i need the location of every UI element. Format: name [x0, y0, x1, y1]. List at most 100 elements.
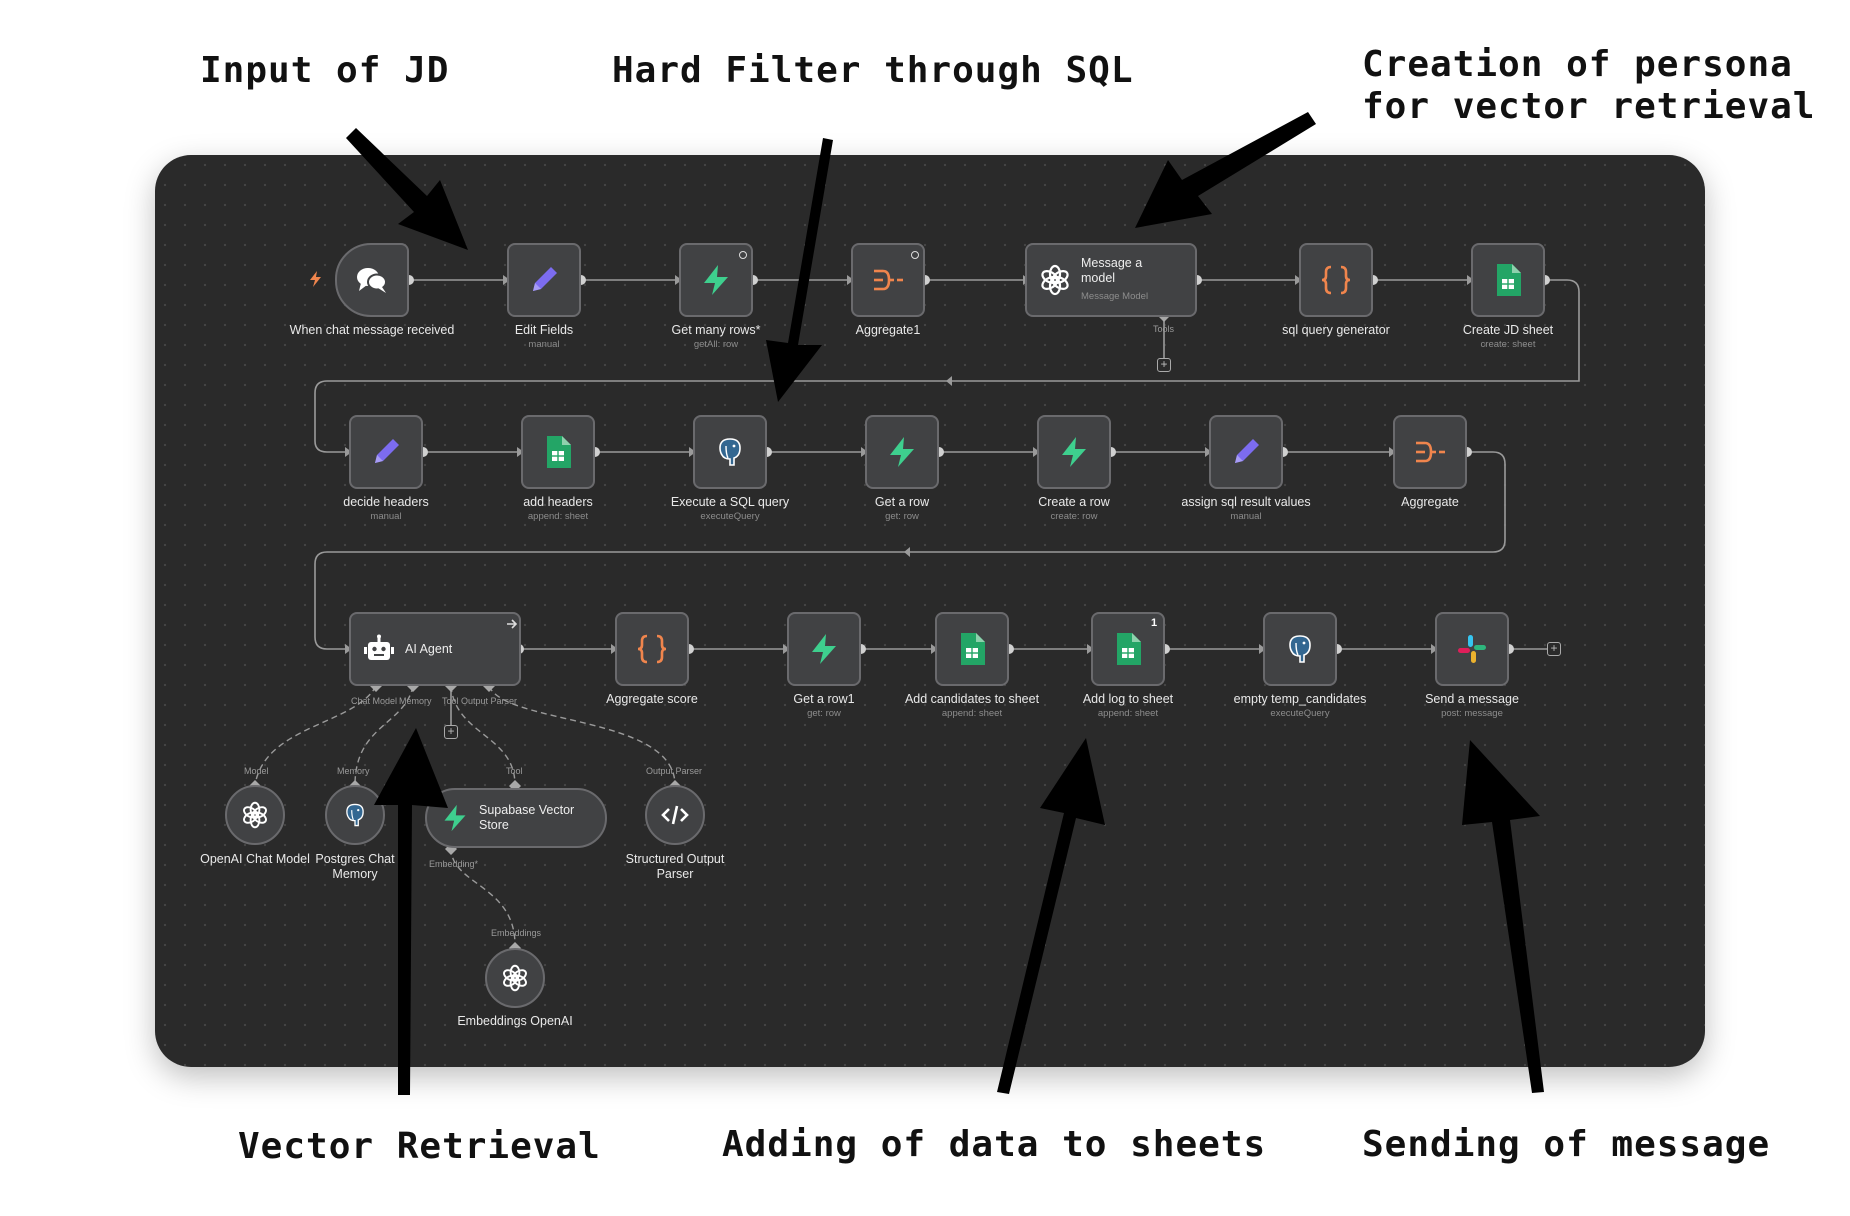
chat-bubbles-icon: [357, 268, 387, 293]
pencil-icon: [375, 439, 399, 463]
send-message-label: Send a message: [1425, 692, 1519, 706]
decide-headers-sublabel: manual: [370, 511, 402, 522]
embeddings-openai-label: Embeddings OpenAI: [457, 1014, 573, 1028]
aggregate-node[interactable]: [1393, 415, 1467, 489]
create-row-sublabel: create: row: [1050, 511, 1098, 522]
model-port-label: Model: [244, 766, 269, 776]
add-candidates-label: Add candidates to sheet: [904, 692, 1040, 706]
get-row1-sublabel: get: row: [807, 708, 841, 719]
message-model-sublabel: Message Model: [1081, 291, 1149, 302]
lightning-icon: [1062, 437, 1086, 467]
add-tool-button[interactable]: +: [444, 725, 458, 739]
add-headers-node[interactable]: [521, 415, 595, 489]
add-headers-sublabel: append: sheet: [527, 511, 589, 522]
tool-port-label: Tool: [506, 766, 523, 776]
postgres-elephant-icon: [346, 803, 364, 827]
execute-sql-sublabel: executeQuery: [700, 511, 760, 522]
annotation-input-jd: Input of JD: [200, 50, 450, 91]
lightning-icon: [444, 804, 466, 832]
arrow-input-jd: [346, 128, 468, 250]
edit-fields-node[interactable]: [507, 243, 581, 317]
execute-sql-node[interactable]: [693, 415, 767, 489]
arrow-vector-retrieval: [374, 728, 448, 1095]
embeddings-openai-node[interactable]: [485, 948, 545, 1008]
port-tool-label: Tool: [442, 696, 459, 706]
embedding-port-label: Embedding*: [429, 859, 479, 869]
get-row-node[interactable]: [865, 415, 939, 489]
add-log-label: Add log to sheet: [1082, 692, 1174, 706]
add-tool-button[interactable]: +: [1157, 358, 1171, 372]
openai-icon: [1041, 264, 1069, 296]
pencil-icon: [1235, 439, 1259, 463]
sql-generator-label: sql query generator: [1282, 323, 1390, 337]
trigger-bolt-icon: [310, 271, 321, 287]
add-log-sublabel: append: sheet: [1097, 708, 1159, 719]
refresh-icon: [739, 251, 747, 259]
create-jd-sheet-label: Create JD sheet: [1462, 323, 1554, 337]
edit-fields-sublabel: manual: [528, 339, 560, 350]
port-memory-label: Memory: [399, 696, 432, 706]
annotation-persona-line2: for vector retrieval: [1362, 86, 1816, 127]
send-message-node[interactable]: [1435, 612, 1509, 686]
add-candidates-node[interactable]: [935, 612, 1009, 686]
arrow-sending-message: [1462, 740, 1544, 1093]
google-sheets-icon: [1497, 264, 1521, 296]
arrow-right-icon: [507, 619, 518, 629]
create-row-node[interactable]: [1037, 415, 1111, 489]
annotation-sending-message: Sending of message: [1362, 1124, 1771, 1165]
google-sheets-icon: [961, 633, 985, 665]
aggregate-score-label: Aggregate score: [606, 692, 698, 706]
tools-port-label: Tools: [1153, 324, 1175, 334]
sql-generator-node[interactable]: [1299, 243, 1373, 317]
structured-parser-node[interactable]: [645, 785, 705, 845]
get-row-label: Get a row: [874, 495, 930, 509]
aggregate1-label: Aggregate1: [855, 323, 921, 337]
assign-sql-node[interactable]: [1209, 415, 1283, 489]
assign-sql-label: assign sql result values: [1181, 495, 1311, 509]
lightning-icon: [890, 437, 914, 467]
aggregate1-node[interactable]: [851, 243, 925, 317]
output-parser-port-label: Output Parser: [646, 766, 703, 776]
postgres-elephant-icon: [1289, 635, 1311, 663]
lightning-icon: [812, 634, 836, 664]
empty-temp-label: empty temp_candidates: [1233, 692, 1367, 706]
run-count-badge: 1: [1151, 617, 1158, 629]
chat-trigger-node[interactable]: [335, 243, 409, 317]
assign-sql-sublabel: manual: [1230, 511, 1262, 522]
message-model-label: Message a model: [1081, 256, 1143, 285]
chat-trigger-label: When chat message received: [289, 323, 455, 337]
postgres-memory-node[interactable]: [325, 785, 385, 845]
create-jd-sheet-node[interactable]: [1471, 243, 1545, 317]
get-many-rows-node[interactable]: [679, 243, 753, 317]
get-row1-node[interactable]: [787, 612, 861, 686]
add-node-button[interactable]: +: [1547, 642, 1561, 656]
send-message-sublabel: post: message: [1441, 708, 1503, 719]
empty-temp-node[interactable]: [1263, 612, 1337, 686]
refresh-icon: [911, 251, 919, 259]
aggregate-icon: [874, 269, 903, 291]
message-model-node[interactable]: Message a model Message Model: [1025, 243, 1197, 317]
aggregate-score-node[interactable]: [615, 612, 689, 686]
annotation-adding-data: Adding of data to sheets: [722, 1124, 1267, 1165]
add-candidates-sublabel: append: sheet: [941, 708, 1003, 719]
decide-headers-node[interactable]: [349, 415, 423, 489]
annotation-vector-retrieval: Vector Retrieval: [238, 1126, 601, 1167]
lightning-icon: [704, 265, 728, 295]
get-many-rows-label: Get many rows*: [671, 323, 761, 337]
postgres-memory-label: Postgres Chat Memory: [315, 852, 395, 881]
aggregate-icon: [1416, 441, 1445, 463]
supabase-vector-store-node[interactable]: Supabase Vector Store: [425, 788, 607, 848]
workflow-canvas[interactable]: When chat message received Edit Fields m…: [155, 155, 1705, 1067]
add-log-node[interactable]: 1: [1091, 612, 1165, 686]
get-row-sublabel: get: row: [885, 511, 919, 522]
get-row1-label: Get a row1: [793, 692, 855, 706]
port-output-parser-label: Output Parser: [461, 696, 518, 706]
embeddings-port-label: Embeddings: [491, 928, 542, 938]
openai-chat-model-node[interactable]: [225, 785, 285, 845]
slack-icon: [1458, 635, 1486, 663]
ai-agent-node[interactable]: AI Agent: [349, 612, 521, 686]
annotation-persona-line1: Creation of persona: [1362, 44, 1793, 85]
create-row-label: Create a row: [1038, 495, 1110, 509]
pencil-icon: [533, 267, 557, 291]
